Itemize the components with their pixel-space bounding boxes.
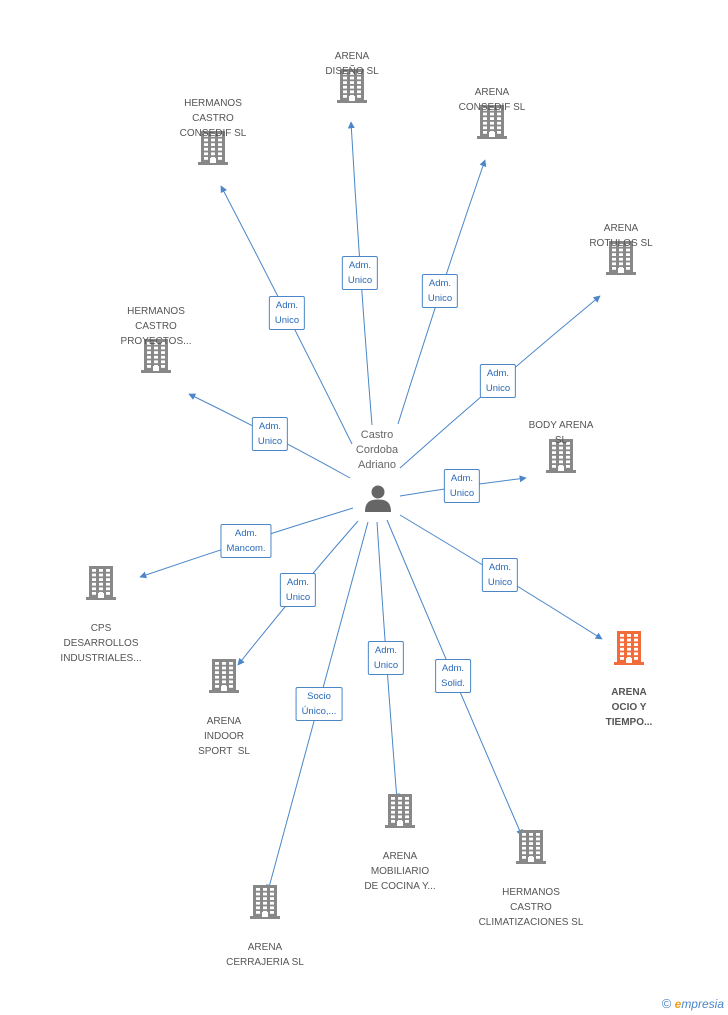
building-icon[interactable] xyxy=(384,792,416,833)
edge-label-body-arena[interactable]: Adm. Unico xyxy=(443,469,481,503)
company-label-hermanos-castro-consedif[interactable]: HERMANOS CASTRO CONSEDIF SL xyxy=(179,98,247,139)
building-icon[interactable] xyxy=(515,828,547,869)
building-icon[interactable] xyxy=(249,883,281,924)
company-label-arena-indoor[interactable]: ARENA INDOOR SPORT SL xyxy=(198,716,250,757)
edge-label-cps-desarrollos[interactable]: Adm. Mancom. xyxy=(220,524,272,558)
building-icon[interactable] xyxy=(545,437,577,478)
edge-label-arena-cerrajeria[interactable]: Socio Único,... xyxy=(295,687,343,721)
copyright-icon: © xyxy=(661,996,672,1011)
company-label-hermanos-castro-climatizaciones[interactable]: HERMANOS CASTRO CLIMATIZACIONES SL xyxy=(478,887,584,928)
edge-label-arena-indoor[interactable]: Adm. Unico xyxy=(279,573,317,607)
company-label-hermanos-castro-proyectos[interactable]: HERMANOS CASTRO PROYECTOS... xyxy=(120,306,192,347)
edge-label-arena-ocio[interactable]: Adm. Unico xyxy=(481,558,519,592)
edge-label-hermanos-castro-climatizaciones[interactable]: Adm. Solid. xyxy=(435,659,471,693)
center-person-label: Castro Cordoba Adriano xyxy=(355,429,399,471)
company-label-arena-mobiliario[interactable]: ARENA MOBILIARIO DE COCINA Y... xyxy=(364,851,436,892)
edge-label-arena-consedif[interactable]: Adm. Unico xyxy=(421,274,459,308)
brand-logo-text: mpresia xyxy=(681,997,724,1011)
building-icon[interactable] xyxy=(197,129,229,170)
building-icon[interactable] xyxy=(208,657,240,698)
company-label-arena-ocio[interactable]: ARENA OCIO Y TIEMPO... xyxy=(605,687,653,728)
building-icon[interactable] xyxy=(605,239,637,280)
edge-label-hermanos-castro-proyectos[interactable]: Adm. Unico xyxy=(251,417,289,451)
edge-label-arena-mobiliario[interactable]: Adm. Unico xyxy=(367,641,405,675)
building-icon[interactable] xyxy=(613,629,645,670)
company-label-arena-consedif[interactable]: ARENA CONSEDIF SL xyxy=(458,87,526,113)
edge-label-arena-rotulos[interactable]: Adm. Unico xyxy=(479,364,517,398)
company-label-body-arena[interactable]: BODY ARENA SL xyxy=(528,420,594,446)
company-label-cps-desarrollos[interactable]: CPS DESARROLLOS INDUSTRIALES... xyxy=(60,623,142,664)
footer-brand[interactable]: © empresia xyxy=(662,996,724,1011)
brand-logo-e: e xyxy=(674,997,682,1011)
company-label-arena-rotulos[interactable]: ARENA ROTULOS SL xyxy=(589,223,653,249)
building-icon[interactable] xyxy=(85,564,117,605)
edge-label-hermanos-castro-consedif[interactable]: Adm. Unico xyxy=(268,296,306,330)
person-icon[interactable] xyxy=(364,484,392,517)
company-label-arena-cerrajeria[interactable]: ARENA CERRAJERIA SL xyxy=(226,942,304,968)
edge-label-arena-diseno[interactable]: Adm. Unico xyxy=(341,256,379,290)
building-icon[interactable] xyxy=(336,67,368,108)
company-label-arena-diseno[interactable]: ARENA DISEÑO SL xyxy=(325,51,379,77)
building-icon[interactable] xyxy=(140,337,172,378)
building-icon[interactable] xyxy=(476,103,508,144)
